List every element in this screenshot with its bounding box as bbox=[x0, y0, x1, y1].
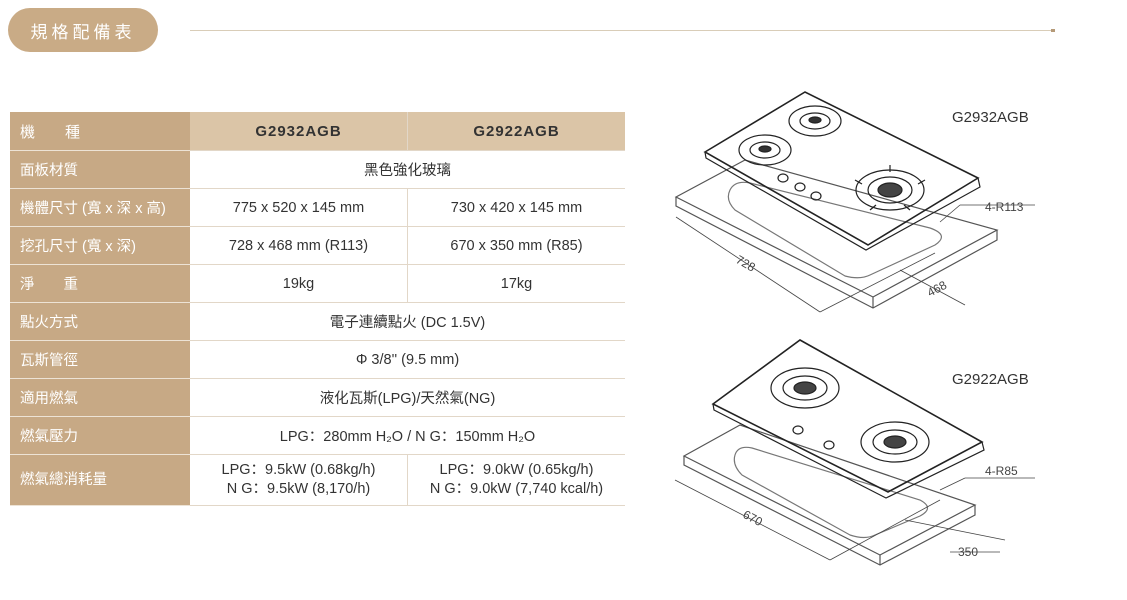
cell: 730 x 420 x 145 mm bbox=[407, 188, 625, 227]
glass-top bbox=[711, 339, 984, 493]
table-header-row: 機 種 G2932AGB G2922AGB bbox=[10, 112, 625, 151]
cell: Φ 3/8'' (9.5 mm) bbox=[190, 340, 625, 379]
dimension-lines bbox=[674, 477, 1035, 561]
row-label: 挖孔尺寸 (寬 x 深) bbox=[10, 226, 190, 265]
cell: 775 x 520 x 145 mm bbox=[190, 188, 408, 227]
table-row: 瓦斯管徑 Φ 3/8'' (9.5 mm) bbox=[10, 340, 625, 379]
cell: 電子連續點火 (DC 1.5V) bbox=[190, 302, 625, 341]
divider-dot bbox=[1051, 29, 1055, 32]
cell: LPG：9.5kW (0.68kg/h) N G：9.5kW (8,170/h) bbox=[190, 454, 408, 506]
width-dimension: 670 bbox=[741, 507, 766, 529]
slab-edge bbox=[675, 197, 998, 309]
cell: 670 x 350 mm (R85) bbox=[407, 226, 625, 265]
glass-top bbox=[703, 91, 980, 246]
divider bbox=[190, 30, 1053, 31]
model-header: G2932AGB bbox=[190, 112, 408, 151]
row-label: 淨 重 bbox=[10, 264, 190, 303]
cell: 液化瓦斯(LPG)/天然氣(NG) bbox=[190, 378, 625, 417]
cutout bbox=[733, 446, 929, 539]
cooktop-drawing-g2932agb: G2932AGB 4-R113 728 468 bbox=[674, 91, 1035, 313]
spec-table: 機 種 G2932AGB G2922AGB 面板材質 黑色強化玻璃 機體尺寸 (… bbox=[10, 112, 625, 506]
cell: 728 x 468 mm (R113) bbox=[190, 226, 408, 265]
cell: LPG：9.0kW (0.65kg/h) N G：9.0kW (7,740 kc… bbox=[407, 454, 625, 506]
table-row: 適用燃氣 液化瓦斯(LPG)/天然氣(NG) bbox=[10, 378, 625, 417]
row-label: 面板材質 bbox=[10, 150, 190, 189]
table-row: 燃氣壓力 LPG：280mm H₂O / N G：150mm H₂O bbox=[10, 416, 625, 455]
table-row: 燃氣總消耗量 LPG：9.5kW (0.68kg/h) N G：9.5kW (8… bbox=[10, 454, 625, 506]
depth-dimension: 468 bbox=[925, 278, 950, 300]
cell: 黑色強化玻璃 bbox=[190, 150, 625, 189]
cutout bbox=[727, 181, 942, 279]
model-label: G2932AGB bbox=[952, 109, 1029, 126]
table-row: 淨 重 19kg 17kg bbox=[10, 264, 625, 303]
cell-line: N G：9.5kW (8,170/h) bbox=[226, 481, 371, 497]
cell: 17kg bbox=[407, 264, 625, 303]
cooktop-drawing-g2922agb: G2922AGB 4-R85 670 350 bbox=[674, 339, 1035, 566]
row-label: 點火方式 bbox=[10, 302, 190, 341]
cell: 19kg bbox=[190, 264, 408, 303]
width-dimension: 728 bbox=[734, 252, 759, 274]
row-label: 燃氣壓力 bbox=[10, 416, 190, 455]
burner-icon bbox=[770, 367, 930, 463]
row-label: 機體尺寸 (寬 x 深 x 高) bbox=[10, 188, 190, 227]
knob-icon bbox=[792, 425, 835, 450]
burner-icon bbox=[738, 105, 926, 211]
row-label: 燃氣總消耗量 bbox=[10, 454, 190, 506]
countertop-slab bbox=[674, 159, 999, 298]
model-label: G2922AGB bbox=[952, 371, 1029, 388]
dimension-lines bbox=[675, 204, 1035, 313]
table-row: 機體尺寸 (寬 x 深 x 高) 775 x 520 x 145 mm 730 … bbox=[10, 188, 625, 227]
model-header: G2922AGB bbox=[407, 112, 625, 151]
row-label: 瓦斯管徑 bbox=[10, 340, 190, 379]
cell-line: LPG：9.0kW (0.65kg/h) bbox=[439, 462, 594, 478]
cell-line: LPG：9.5kW (0.68kg/h) bbox=[221, 462, 376, 478]
radius-label: 4-R85 bbox=[985, 464, 1018, 478]
row-label: 機 種 bbox=[10, 112, 190, 151]
depth-dimension: 350 bbox=[958, 545, 978, 559]
radius-label: 4-R113 bbox=[985, 200, 1024, 214]
row-label: 適用燃氣 bbox=[10, 378, 190, 417]
cell-line: N G：9.0kW (7,740 kcal/h) bbox=[429, 481, 604, 497]
table-row: 點火方式 電子連續點火 (DC 1.5V) bbox=[10, 302, 625, 341]
table-row: 面板材質 黑色強化玻璃 bbox=[10, 150, 625, 189]
cell: LPG：280mm H₂O / N G：150mm H₂O bbox=[190, 416, 625, 455]
table-row: 挖孔尺寸 (寬 x 深) 728 x 468 mm (R113) 670 x 3… bbox=[10, 226, 625, 265]
knob-icon bbox=[777, 173, 822, 201]
countertop-slab bbox=[682, 424, 977, 556]
section-title-badge: 規格配備表 bbox=[8, 8, 158, 52]
